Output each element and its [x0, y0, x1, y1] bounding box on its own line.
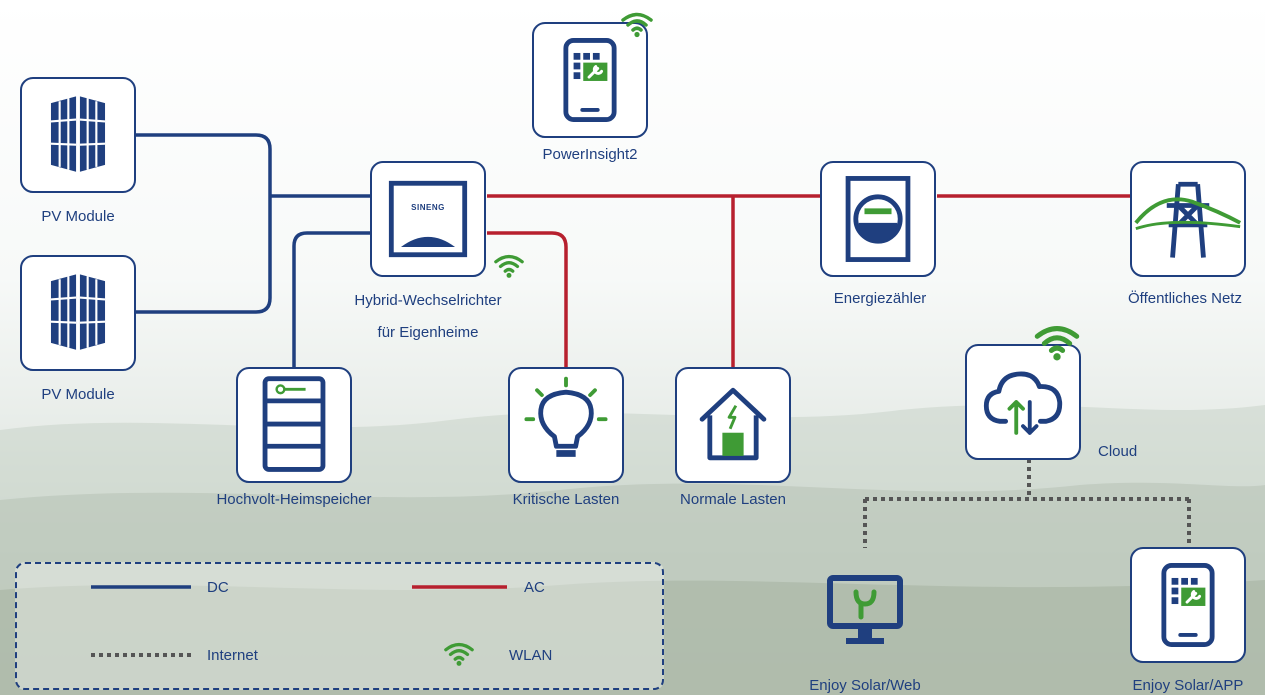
normal-loads-label: Normale Lasten [680, 491, 786, 508]
inverter-icon [388, 180, 468, 258]
pv-module-1-label: PV Module [41, 208, 115, 225]
house-icon [699, 387, 767, 461]
legend-box: DC AC Internet WLAN [15, 562, 664, 690]
inverter-label-line2: für Eigenheime [377, 324, 479, 341]
cloud-label: Cloud [1098, 443, 1138, 460]
normal-loads-box[interactable] [675, 367, 791, 483]
critical-loads-box[interactable] [508, 367, 624, 483]
legend-ac-label: AC [524, 579, 545, 596]
dc-line-pv2 [135, 196, 272, 314]
legend-internet-line [91, 653, 191, 657]
enjoy-solar-app-box[interactable] [1130, 547, 1246, 663]
critical-loads-label: Kritische Lasten [512, 491, 620, 508]
mobile-app-icon [1161, 563, 1215, 647]
power-tower-icon [1134, 181, 1242, 258]
energy-meter-box[interactable] [820, 161, 936, 277]
cloud-box[interactable] [965, 344, 1081, 460]
mobile-app-icon [563, 38, 617, 122]
battery-storage-icon [262, 376, 326, 472]
inverter-brand: SINENG [411, 203, 445, 212]
energy-meter-label: Energiezähler [833, 290, 927, 307]
pv-module-1-box[interactable] [20, 77, 136, 193]
monitor-icon[interactable] [820, 566, 910, 656]
solar-panel-icon [50, 96, 106, 172]
powerinsight-app-box[interactable] [532, 22, 648, 138]
enjoy-solar-app-label: Enjoy Solar/APP [1132, 677, 1244, 694]
hybrid-inverter-box[interactable]: SINENG [370, 161, 486, 277]
battery-box[interactable] [236, 367, 352, 483]
wifi-icon [621, 12, 653, 38]
dc-line-battery [292, 231, 371, 368]
pv-module-2-box[interactable] [20, 255, 136, 371]
inverter-label-line1: Hybrid-Wechselrichter [354, 292, 502, 309]
cloud-icon [983, 371, 1063, 435]
powerinsight-label: PowerInsight2 [542, 146, 638, 163]
legend-internet-label: Internet [207, 647, 258, 664]
legend-ac-line [412, 585, 507, 589]
public-grid-box[interactable] [1130, 161, 1246, 277]
solar-panel-icon [50, 274, 106, 350]
enjoy-solar-web-label: Enjoy Solar/Web [809, 677, 921, 694]
legend-wlan-label: WLAN [509, 647, 553, 664]
pv-module-2-label: PV Module [41, 386, 115, 403]
legend-dc-label: DC [207, 579, 229, 596]
wifi-icon [494, 254, 524, 278]
public-grid-label: Öffentliches Netz [1128, 290, 1242, 307]
ac-line-critical [487, 231, 568, 368]
dc-line-pv1 [135, 133, 272, 196]
wifi-icon [1034, 326, 1080, 361]
wifi-icon [444, 642, 474, 666]
battery-label: Hochvolt-Heimspeicher [216, 491, 372, 508]
legend-dc-line [91, 585, 191, 589]
energy-meter-icon [845, 176, 911, 262]
light-bulb-icon [524, 376, 608, 457]
